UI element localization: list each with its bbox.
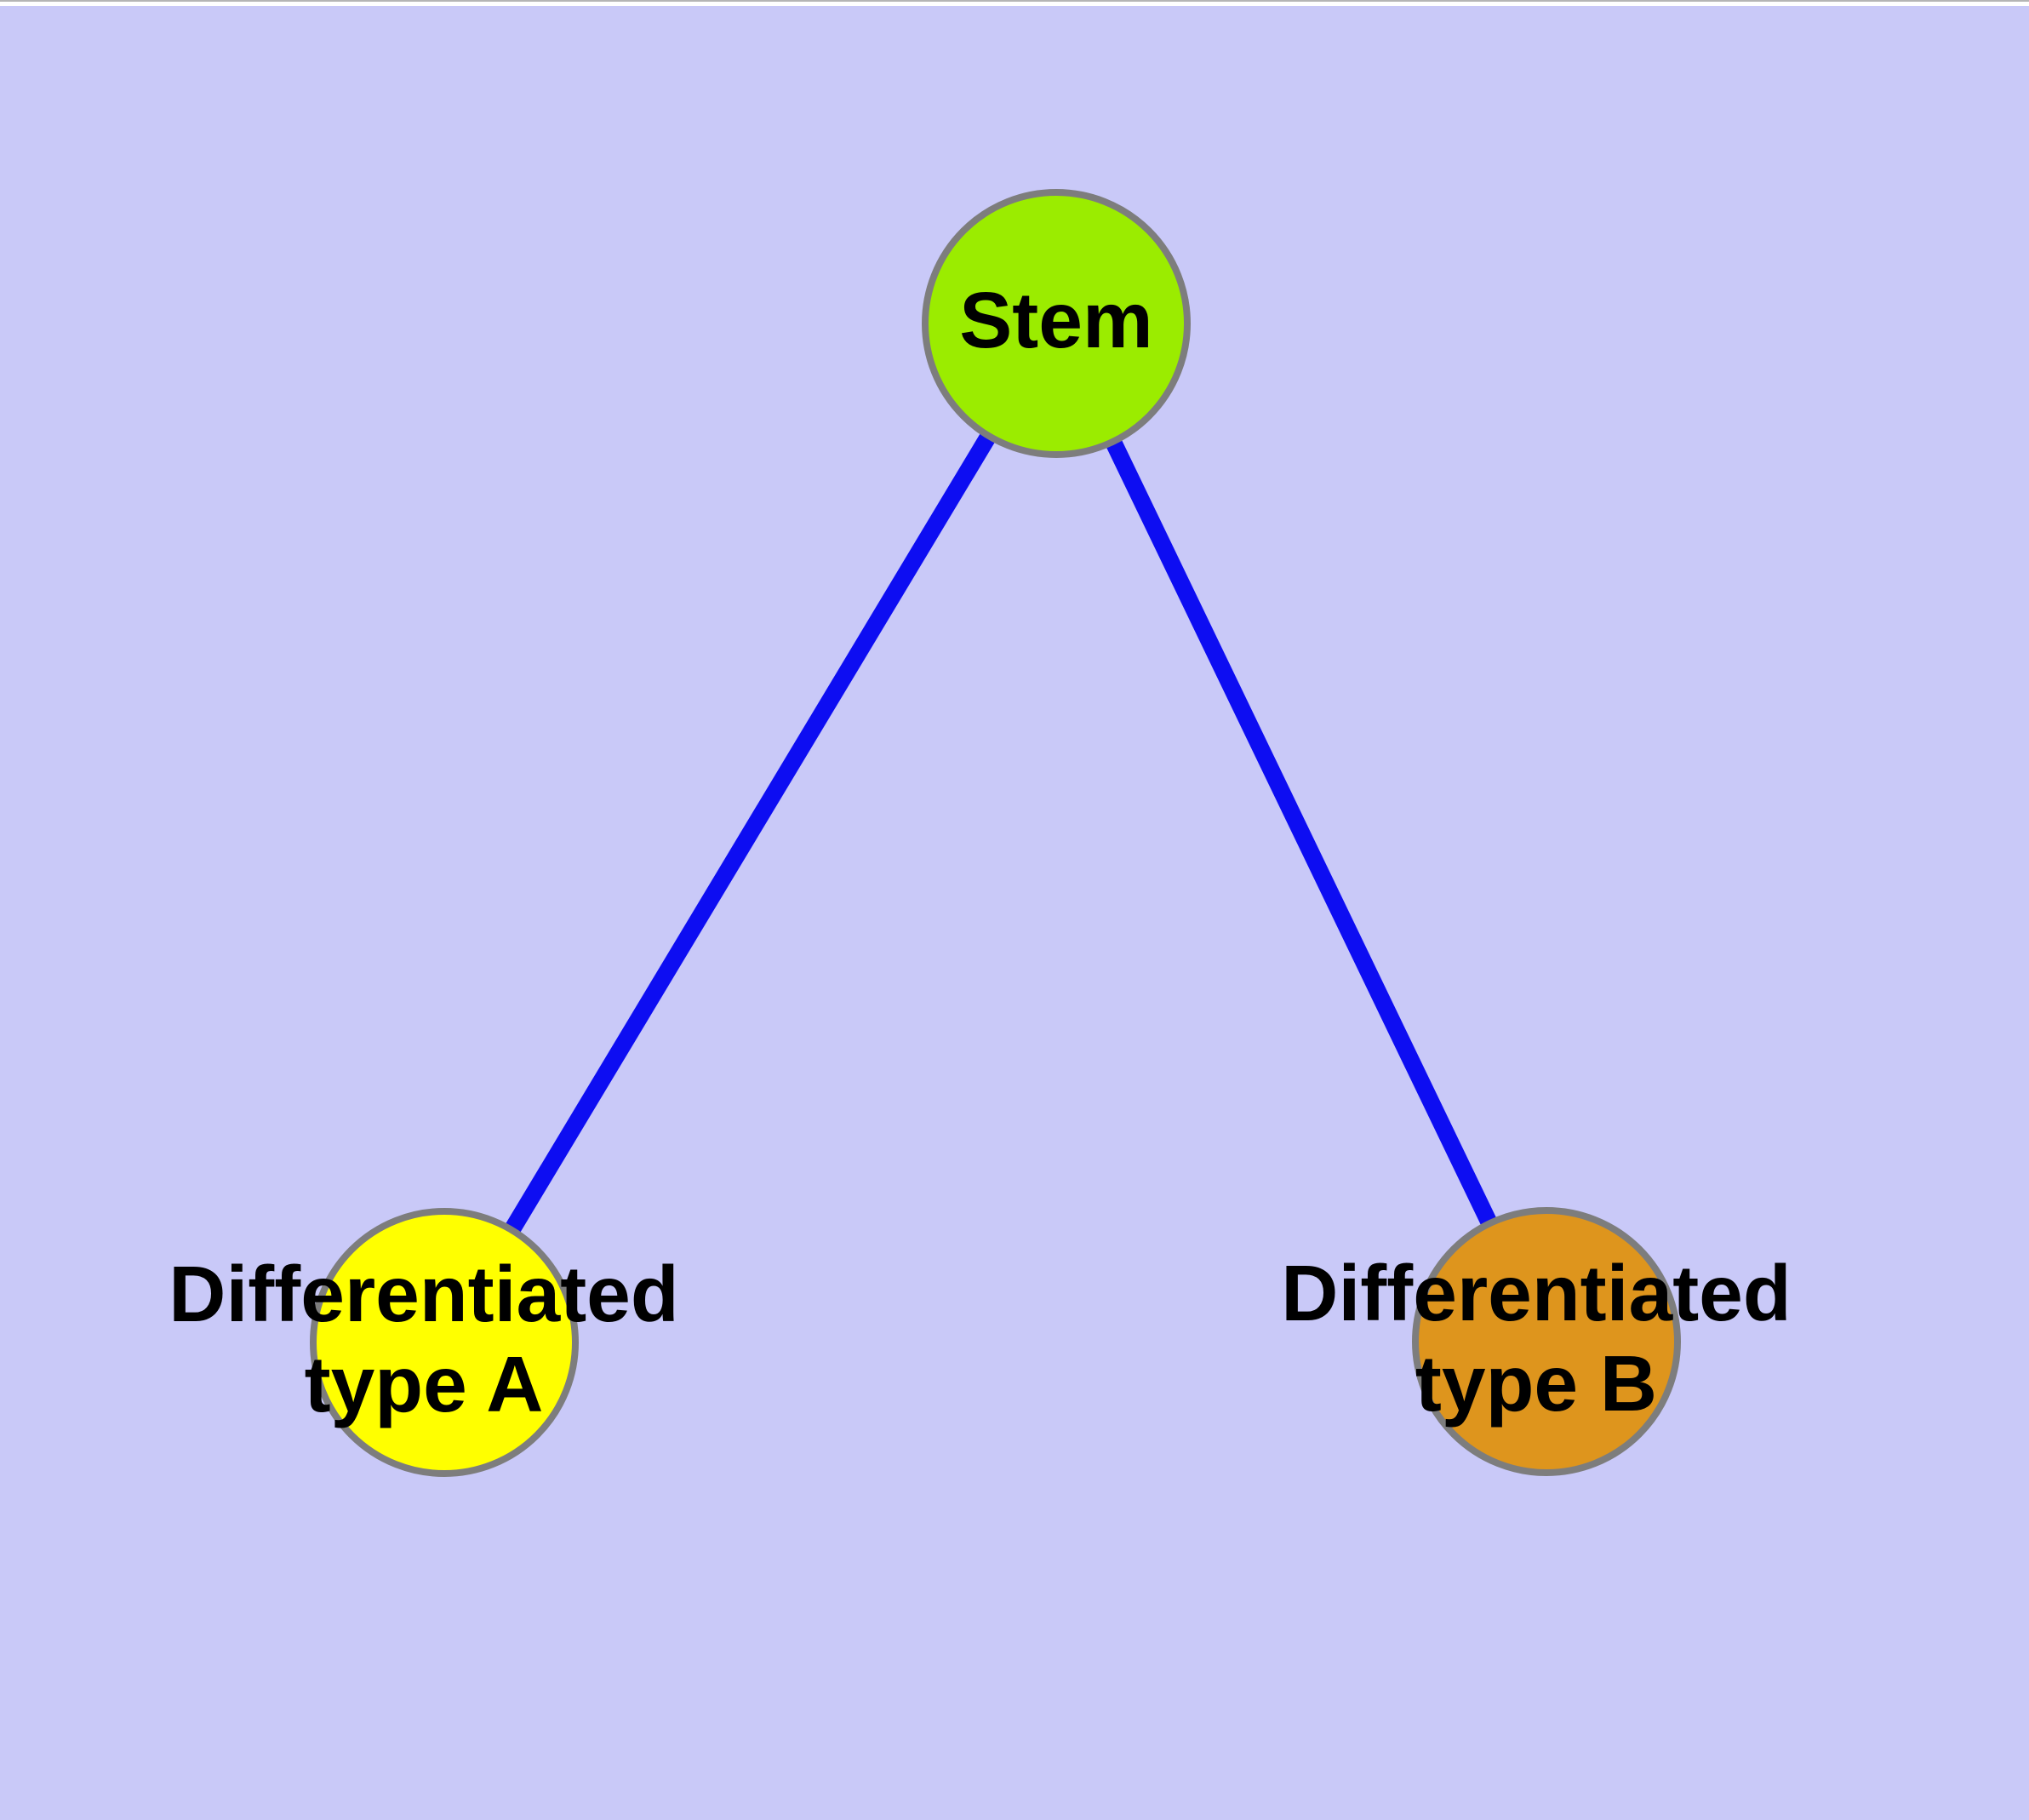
node-diff-a-circle bbox=[310, 1208, 579, 1477]
top-hairline bbox=[0, 0, 2029, 2]
node-diff-a-label-line-2: type A bbox=[305, 1340, 544, 1428]
top-margin-strip bbox=[0, 0, 2029, 6]
node-diff-a-label-line-1: Differentiated bbox=[169, 1250, 678, 1338]
edge-stem-diff-b bbox=[1048, 319, 1555, 1346]
node-stem-label: Stem bbox=[959, 276, 1152, 364]
node-diff-b-label-line-2: type B bbox=[1415, 1339, 1657, 1428]
edge-stem-diff-a bbox=[437, 318, 1064, 1348]
node-stem-label-line-1: Stem bbox=[959, 276, 1152, 364]
node-stem-circle bbox=[922, 189, 1191, 458]
node-diff-b-circle bbox=[1412, 1207, 1681, 1476]
node-diff-b-label-line-1: Differentiated bbox=[1281, 1249, 1791, 1337]
